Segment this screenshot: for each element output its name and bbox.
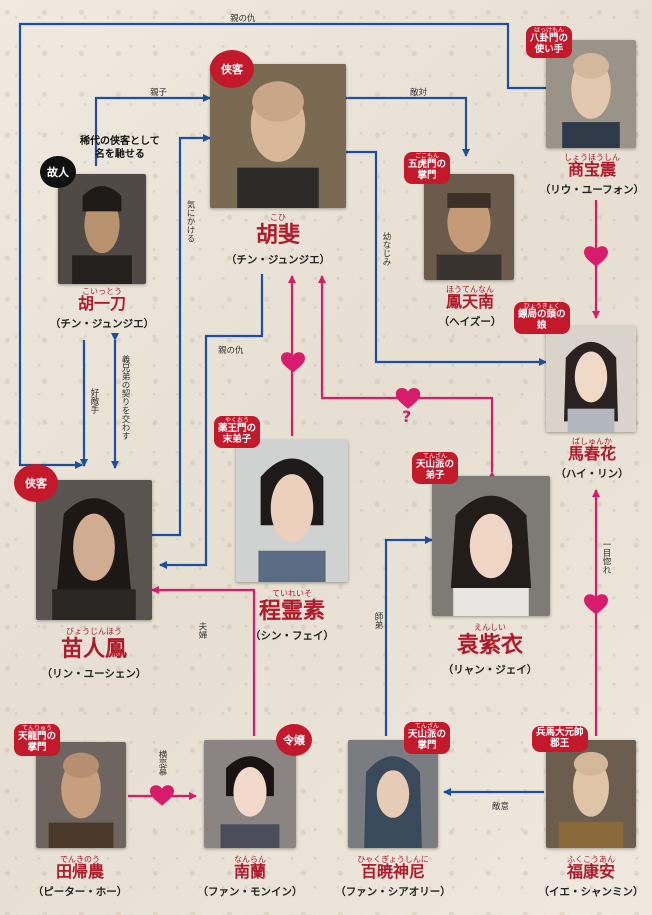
- actor-cheng: （シン・フェイ）: [250, 630, 334, 642]
- tag-tian: てんりゅう天龍門の掌門: [14, 724, 61, 756]
- name-nanlan: 南蘭: [233, 862, 267, 881]
- label-tekii: 敵意: [492, 802, 510, 812]
- name-shang: 商宝震: [567, 160, 617, 179]
- tag-ma: ひょうきょく鏢局の頭の娘: [514, 302, 570, 334]
- furigana-fu: ふくこうあん: [567, 855, 615, 864]
- portrait-tian: [36, 742, 126, 848]
- label-oyako: 親子: [150, 88, 168, 98]
- tag-yuan: てんざん天山派の弟子: [412, 452, 459, 484]
- heart-icon: [395, 388, 421, 409]
- name-feng: 鳳天南: [445, 292, 495, 311]
- line-fuufu: [151, 586, 256, 736]
- furigana-hufei: こひ: [270, 213, 286, 222]
- label-osananajimi: 幼なじみ: [381, 232, 391, 266]
- portrait-feng: [424, 174, 514, 280]
- name-yuan: 袁紫衣: [456, 632, 524, 658]
- actor-feng: （ヘイズー）: [438, 316, 502, 328]
- line-tekitai: [341, 94, 470, 157]
- badge-miao: 侠客: [14, 464, 58, 502]
- line-ki-ni-kakeru: [152, 134, 211, 537]
- label-oya-no-ada-mid: 親の仇: [218, 346, 244, 356]
- actor-shang: （リウ・ユーフォン）: [539, 184, 645, 196]
- furigana-yuan: えんしい: [474, 623, 506, 632]
- tag-fu: 兵馬大元帥郡王: [532, 726, 588, 752]
- actor-nun: （ファン・シアオリー）: [335, 886, 451, 898]
- badge-hufei: 侠客: [210, 50, 254, 88]
- portrait-shang: [546, 40, 636, 148]
- name-hufei: 胡斐: [255, 222, 301, 248]
- line-oya-no-ada-mid: [159, 274, 264, 569]
- portrait-nanlan: [204, 740, 296, 848]
- label-hitomebore: 一目惚れ: [601, 540, 611, 574]
- tag-nun: てんざん天山派の掌門: [404, 722, 451, 754]
- actor-miao: （リン・ユーシェン）: [41, 668, 147, 680]
- actor-hufei: （チン・ジュンジエ）: [225, 254, 331, 266]
- furigana-nanlan: なんらん: [234, 855, 266, 864]
- label-fuufu: 夫婦: [197, 622, 207, 639]
- actor-nanlan: （ファン・モンイン）: [197, 886, 303, 898]
- line-shitei: [384, 536, 433, 736]
- furigana-cheng: ていれいそ: [272, 589, 312, 598]
- note-huyidao: 稀代の侠客として名を馳せる: [80, 136, 160, 160]
- portrait-cheng: [236, 440, 348, 582]
- portrait-miao: [36, 480, 152, 620]
- actor-fu: （イエ・シャンミン）: [538, 886, 644, 898]
- furigana-ma: ばしゅんか: [572, 437, 612, 446]
- furigana-miao: びょうじんほう: [66, 627, 122, 636]
- furigana-shang: しょうほうしん: [564, 153, 620, 162]
- badge-nanlan: 令嬢: [276, 724, 312, 756]
- name-huyidao: 胡一刀: [77, 294, 127, 313]
- name-nun: 百暁神尼: [360, 862, 426, 881]
- label-kouren: 横恋慕: [157, 750, 167, 776]
- tag-cheng: やくおう薬王門の末弟子: [214, 416, 261, 448]
- name-fu: 福康安: [566, 862, 616, 881]
- label-shitei: 師弟: [373, 612, 383, 629]
- line-oyako: [94, 94, 211, 166]
- portrait-huyidao: [58, 174, 146, 284]
- portrait-ma: [546, 326, 636, 432]
- tag-feng: ごこもん五虎門の掌門: [404, 152, 451, 184]
- furigana-nun: ひゃくぎょうしんに: [357, 855, 429, 864]
- portrait-nun: [348, 740, 438, 848]
- label-tekitai: 敵対: [410, 88, 428, 98]
- name-miao: 苗人鳳: [60, 636, 128, 662]
- question-mark: ?: [402, 407, 411, 426]
- label-koutekishu: 好敵手: [89, 388, 99, 414]
- tag-shang: はっけもん八卦門の使い手: [526, 26, 573, 58]
- furigana-huyidao: こいっとう: [82, 287, 122, 296]
- portrait-hufei: [210, 64, 346, 208]
- furigana-feng: ほうてんなん: [446, 285, 494, 294]
- actor-tian: （ピーター・ホー）: [32, 886, 128, 898]
- actor-ma: （ハイ・リン）: [555, 468, 629, 480]
- badge-huyidao: 故人: [40, 156, 76, 188]
- heart-icon: [150, 785, 174, 806]
- portrait-yuan: [432, 476, 550, 616]
- label-gikyoudai: 義兄弟の契りを交わす: [120, 355, 130, 440]
- label-oya-no-ada-top: 親の仇: [230, 14, 256, 24]
- name-tian: 田帰農: [55, 862, 105, 881]
- actor-huyidao: （チン・ジュンジエ）: [49, 318, 155, 330]
- name-cheng: 程霊素: [258, 598, 326, 624]
- label-ki-ni-kakeru: 気にかける: [185, 200, 195, 243]
- portrait-fu: [546, 740, 636, 848]
- actor-yuan: （リャン・ジェイ）: [442, 664, 538, 676]
- name-ma: 馬春花: [567, 444, 617, 463]
- furigana-tian: でんきのう: [60, 855, 100, 864]
